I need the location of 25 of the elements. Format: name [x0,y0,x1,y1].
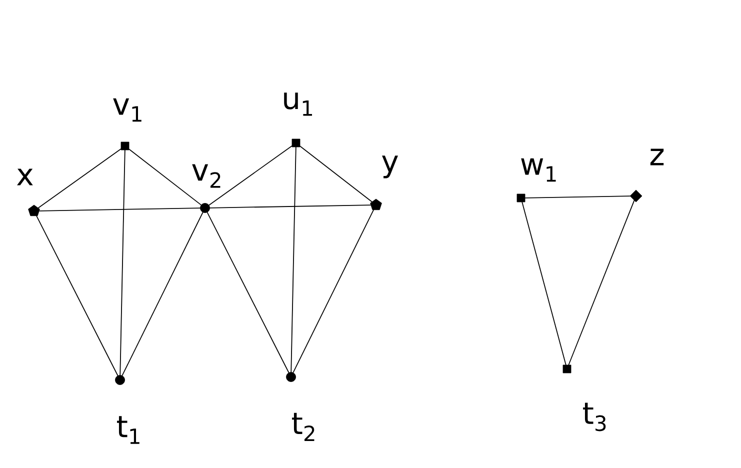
vertex-label: t$_{3}$ [583,402,606,432]
edge-line [568,200,635,366]
edge-line [122,212,204,376]
edge-line [209,204,372,208]
edge-line [36,215,118,376]
edge-line [206,212,290,374]
vertex-label: v$_{2}$ [192,164,220,188]
vertex-label: t$_{2}$ [292,412,314,442]
edge-line [208,145,292,206]
edge-line [300,146,372,202]
edge-line [38,148,122,208]
vertex-label: z [650,148,664,166]
edge-line [120,150,126,376]
vertex-label: u$_{1}$ [284,92,312,116]
edge-line [128,148,202,206]
vertex-label: x [17,168,33,186]
edge-line [290,146,296,373]
edge-line [522,202,566,366]
vertex-label: t$_{1}$ [117,416,140,444]
edge-line [292,209,374,374]
edge-line [524,196,631,198]
edge-line [38,208,201,212]
vertex-label: w$_{1}$ [521,158,556,182]
vertex-label: v$_{1}$ [113,98,142,122]
vertex-label: y [382,156,398,178]
